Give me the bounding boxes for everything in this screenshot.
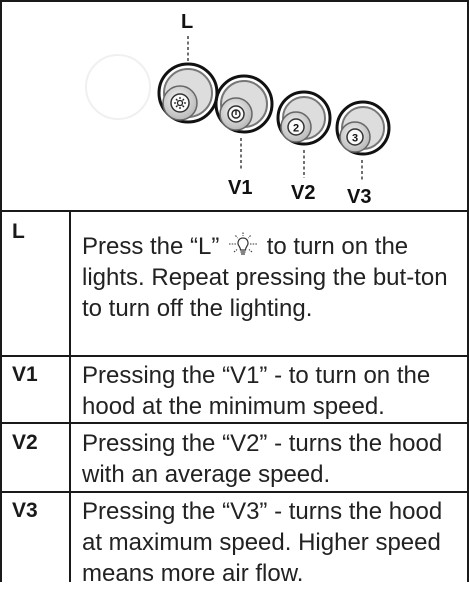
row-divider — [0, 210, 469, 212]
knob-number-3: 3 — [352, 133, 358, 145]
knob-L — [157, 62, 219, 124]
callout-V2: V2 — [291, 182, 316, 204]
row-divider — [0, 355, 469, 357]
row-key-L: L — [12, 220, 25, 243]
control-knobs-illustration: 2 3 — [85, 36, 391, 182]
callout-V3: V3 — [347, 186, 372, 208]
row-desc-L: Press the “L” to turn on the lights. Rep… — [82, 231, 464, 324]
border-left — [0, 0, 2, 582]
sun-icon — [174, 97, 186, 109]
callout-L: L — [181, 11, 194, 33]
knob-V3: 3 — [335, 100, 391, 156]
row-key-V1: V1 — [12, 363, 38, 386]
row-divider — [0, 491, 469, 493]
callout-V1: V1 — [228, 177, 253, 199]
row-desc-L-part1: Press the “L” — [82, 233, 227, 260]
row-key-V3: V3 — [12, 499, 38, 522]
power-icon — [231, 109, 241, 119]
border-right — [467, 0, 469, 582]
knob-number-2: 2 — [293, 123, 299, 135]
row-desc-V2: Pressing the “V2” - turns the hood with … — [82, 430, 443, 488]
light-bulb-icon — [229, 232, 258, 255]
knob-V2: 2 — [276, 90, 332, 146]
column-divider — [69, 210, 71, 582]
row-divider — [0, 422, 469, 424]
leader-lines — [187, 36, 363, 182]
row-key-V2: V2 — [12, 431, 38, 454]
row-desc-V3: Pressing the “V3” - turns the hood at ma… — [82, 498, 443, 587]
knob-V1 — [214, 74, 274, 134]
border-top — [0, 0, 469, 2]
row-desc-V1: Pressing the “V1” - to turn on the hood … — [82, 362, 431, 420]
ghost-circle — [85, 54, 151, 120]
row-desc-L-part2: to turn on the lights. Repeat pressing t… — [82, 233, 448, 322]
